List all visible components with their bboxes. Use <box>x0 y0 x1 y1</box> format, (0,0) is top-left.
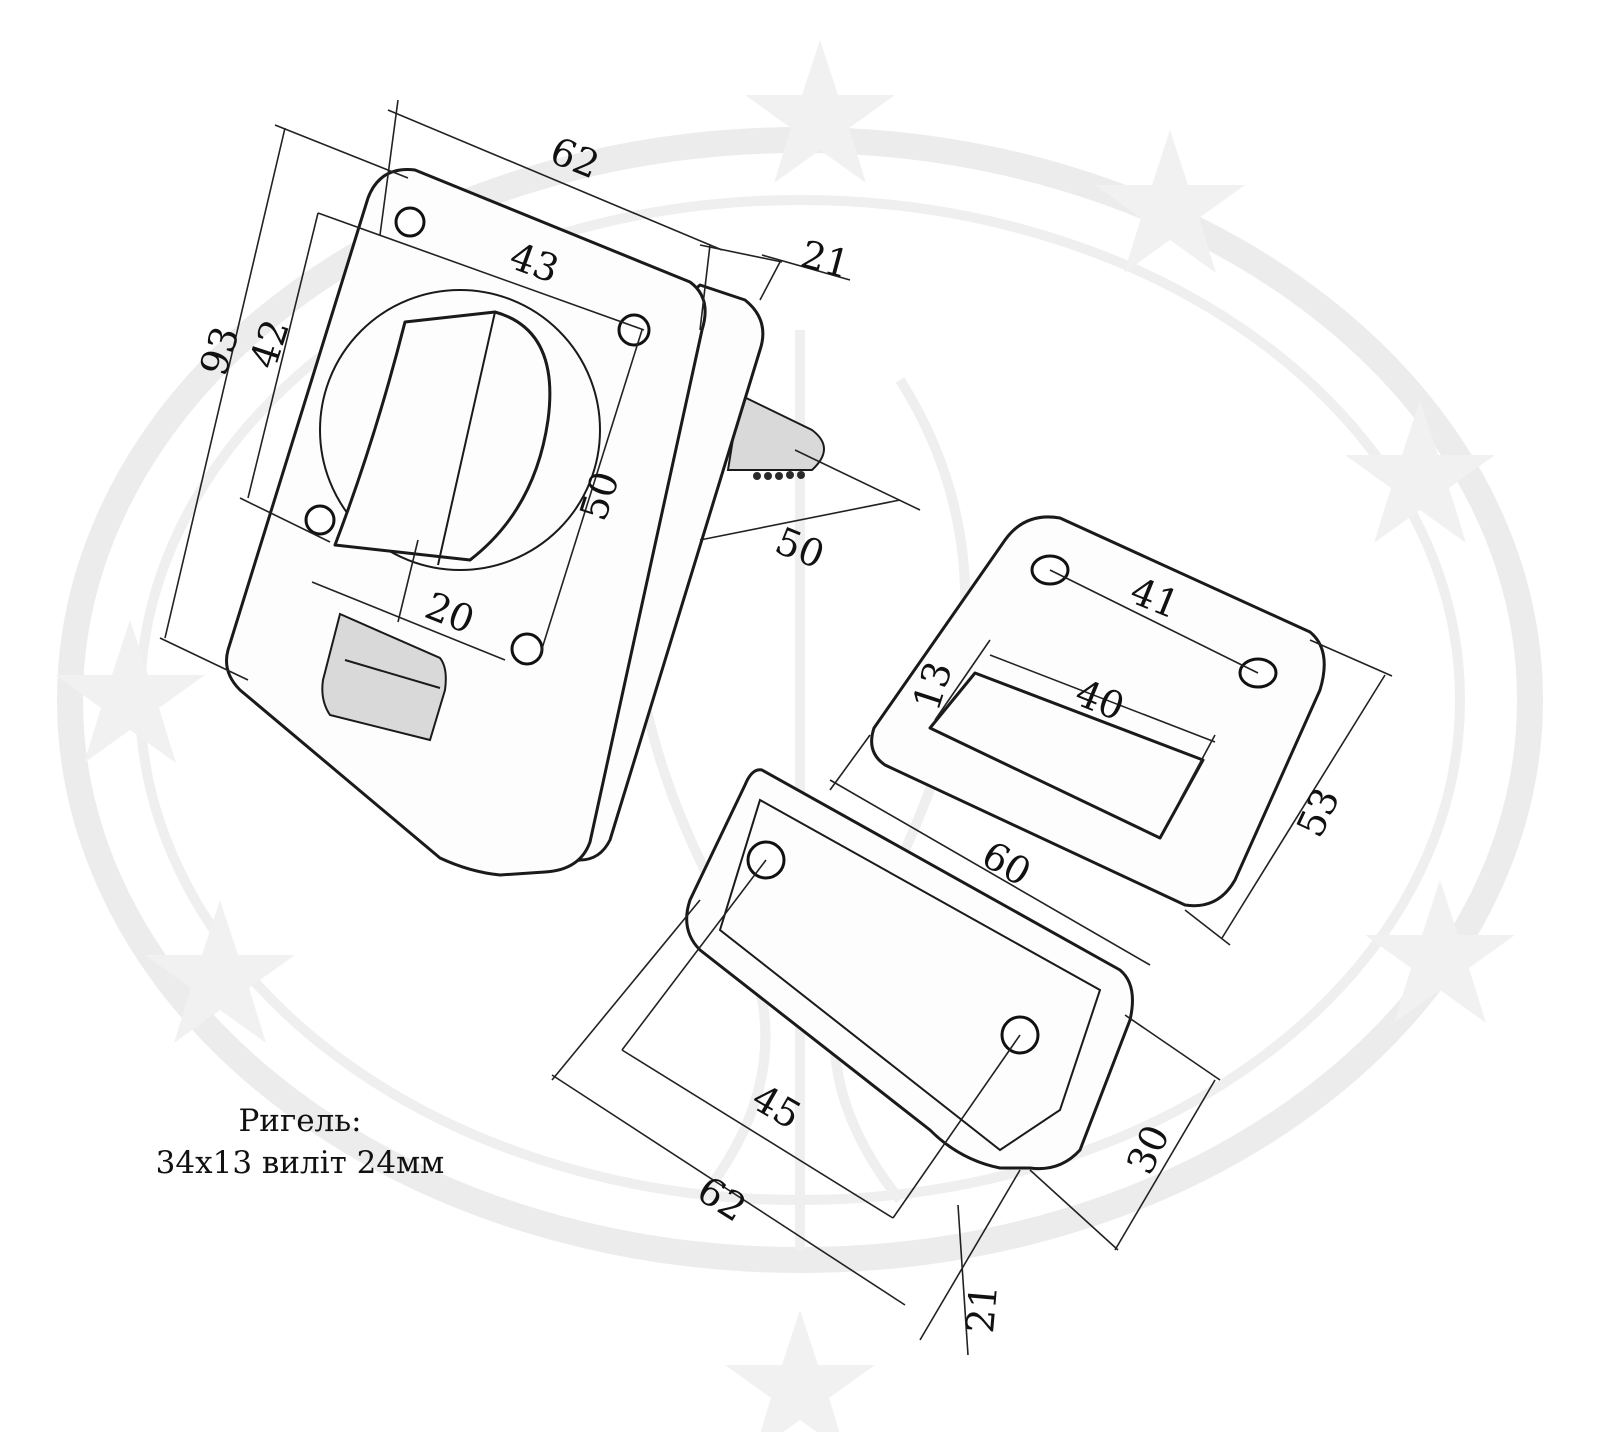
bolt-note-title: Ригель: <box>238 1103 362 1139</box>
lock-indicator <box>321 612 447 742</box>
lock-screw-hole-2 <box>617 313 651 347</box>
dim-keeper-width: 62 <box>690 1168 754 1231</box>
lock-body <box>225 168 825 877</box>
keeper-box <box>685 768 1134 1171</box>
watermark-emblem <box>55 40 1543 1432</box>
strike-plate-slot <box>928 671 1205 840</box>
lock-knob-rosette <box>319 289 601 571</box>
bolt-note-spec: 34х13 виліт 24мм <box>155 1145 445 1181</box>
lock-screw-hole-3 <box>304 504 336 536</box>
lock-screw-hole-1 <box>394 206 426 238</box>
dim-keeper-depth: 21 <box>958 1283 1006 1335</box>
bolt-note: Ригель: 34х13 виліт 24мм <box>120 1100 480 1184</box>
dim-plate-height: 53 <box>1288 781 1348 843</box>
dimension-lines <box>159 99 1393 1356</box>
lock-screw-hole-4 <box>510 632 544 666</box>
dim-plate-width: 60 <box>975 833 1039 895</box>
dim-bolt-projection: 50 <box>769 518 830 577</box>
lock-bolt <box>726 393 825 471</box>
lock-knob <box>333 310 552 562</box>
